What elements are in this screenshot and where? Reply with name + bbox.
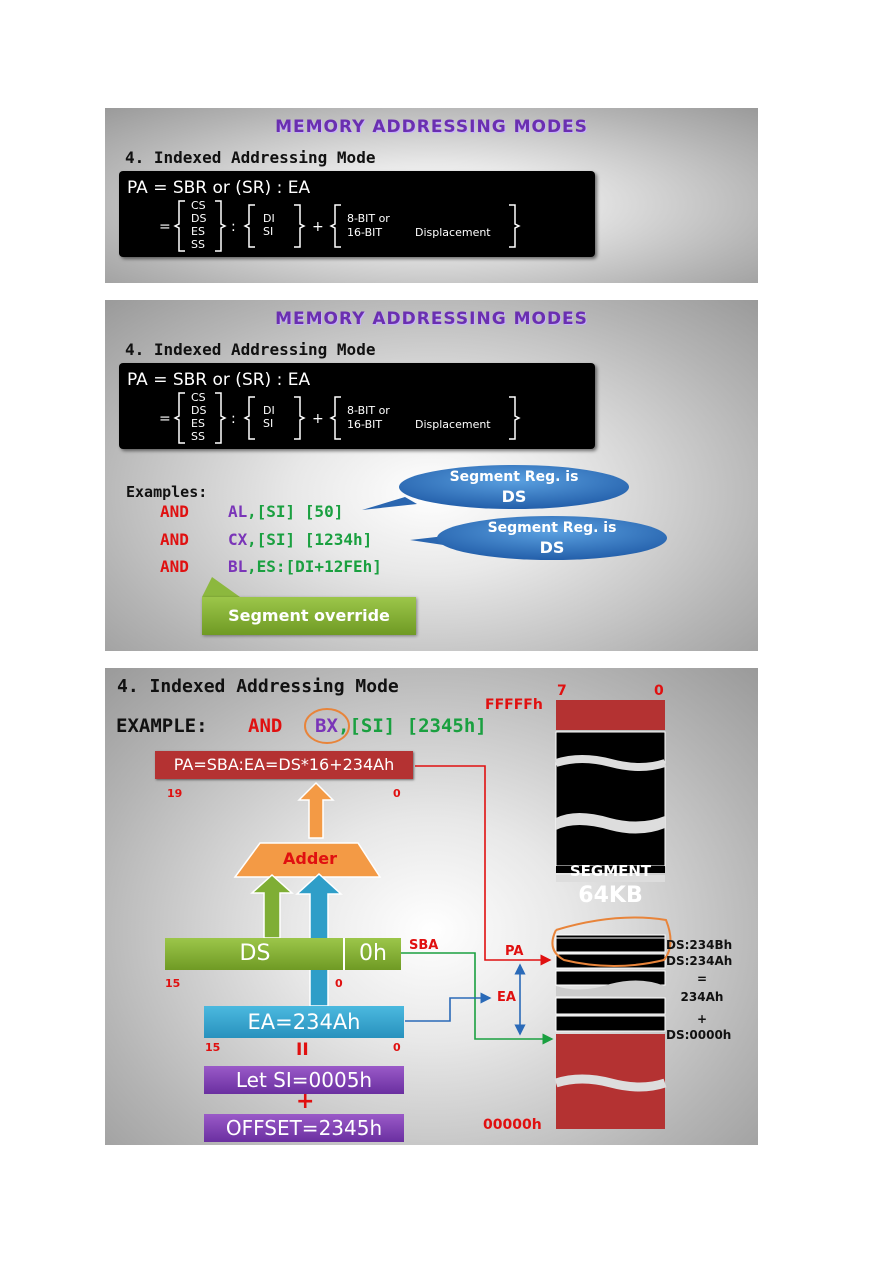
segment-reg-ss: SS bbox=[191, 430, 205, 443]
index-reg-di: DI bbox=[263, 212, 275, 225]
segment-reg-es: ES bbox=[191, 417, 205, 430]
example-1-reg: AL bbox=[228, 502, 248, 521]
formula-box: PA = SBR or (SR) : EA = CS DS ES SS : DI… bbox=[119, 363, 595, 449]
slide-formula: MEMORY ADDRESSING MODES 4. Indexed Addre… bbox=[105, 108, 758, 283]
ea-arrow bbox=[405, 992, 492, 1022]
ds-to-adder-arrow bbox=[250, 873, 294, 939]
mem-label-0000h: DS:0000h bbox=[666, 1028, 732, 1042]
sba-arrow bbox=[400, 952, 554, 1045]
mem-top-block bbox=[556, 700, 665, 730]
disp-line1: 8-BIT or bbox=[347, 212, 390, 225]
mem-label-equals: = bbox=[696, 972, 708, 986]
ea-bit-0: 0 bbox=[393, 1041, 401, 1054]
formula-colon: : bbox=[231, 411, 236, 427]
segment-reg-ds: DS bbox=[191, 212, 207, 225]
ea-box: EA=234Ah bbox=[204, 1006, 404, 1038]
equals-sign: II bbox=[296, 1040, 309, 1060]
slide-title: MEMORY ADDRESSING MODES bbox=[275, 117, 588, 137]
pa-formula-box: PA=SBA:EA=DS*16+234Ah bbox=[155, 751, 413, 779]
example-2-reg: CX bbox=[228, 530, 248, 549]
slide-title: MEMORY ADDRESSING MODES bbox=[275, 309, 588, 329]
mem-segment-block bbox=[555, 731, 666, 867]
si-box: Let SI=0005h bbox=[204, 1066, 404, 1094]
adder-output-arrow bbox=[297, 781, 335, 839]
pa-arrow bbox=[415, 765, 552, 966]
adder-shape bbox=[233, 842, 382, 878]
segment-reg-cs: CS bbox=[191, 391, 206, 404]
segment-reg-cs: CS bbox=[191, 199, 206, 212]
slide-subtitle: 4. Indexed Addressing Mode bbox=[125, 340, 376, 359]
highlight-bx-circle bbox=[304, 708, 350, 744]
segment-label: SEGMENT bbox=[569, 862, 652, 880]
example-1-op: AND bbox=[160, 502, 189, 521]
pa-bit-0: 0 bbox=[393, 787, 401, 800]
mem-label-234bh: DS:234Bh bbox=[666, 938, 733, 952]
formula-brackets bbox=[173, 392, 521, 444]
sba-label: SBA bbox=[409, 938, 439, 953]
zero-nibble-box: 0h bbox=[343, 938, 401, 970]
disp-line1: 8-BIT or bbox=[347, 404, 390, 417]
example-1-operand: ,[SI] [50] bbox=[247, 502, 344, 521]
mem-label-234ah: DS:234Ah bbox=[666, 954, 733, 968]
ea-label: EA bbox=[497, 990, 516, 1005]
segment-reg-ds: DS bbox=[191, 404, 207, 417]
formula-colon: : bbox=[231, 219, 236, 235]
index-reg-si: SI bbox=[263, 417, 274, 430]
formula-equals: = bbox=[159, 219, 171, 235]
example-2-operand: ,[SI] [1234h] bbox=[247, 530, 373, 549]
formula-line: PA = SBR or (SR) : EA bbox=[127, 178, 311, 198]
index-reg-si: SI bbox=[263, 225, 274, 238]
example-3-operand: ,ES:[DI+12FEh] bbox=[247, 557, 382, 576]
adder-label: Adder bbox=[282, 849, 338, 868]
formula-line: PA = SBR or (SR) : EA bbox=[127, 370, 311, 390]
ds-bit-15: 15 bbox=[165, 977, 181, 990]
slide-subtitle: 4. Indexed Addressing Mode bbox=[117, 676, 399, 697]
ds-register-box: DS bbox=[165, 938, 345, 970]
disp-word: Displacement bbox=[415, 418, 491, 431]
slide-subtitle: 4. Indexed Addressing Mode bbox=[125, 148, 376, 167]
formula-plus: + bbox=[312, 219, 324, 235]
index-reg-di: DI bbox=[263, 404, 275, 417]
example-operand: ,[SI] [2345h] bbox=[338, 715, 487, 737]
disp-word: Displacement bbox=[415, 226, 491, 239]
mem-bit-0: 0 bbox=[654, 683, 664, 699]
diagram-graphics bbox=[233, 700, 672, 1129]
example-3-op: AND bbox=[160, 557, 189, 576]
pa-bit-19: 19 bbox=[167, 787, 183, 800]
mem-label-plus: + bbox=[696, 1012, 708, 1026]
segment-reg-ss: SS bbox=[191, 238, 205, 251]
disp-line2: 16-BIT bbox=[347, 226, 383, 239]
mem-label-offset: 234Ah bbox=[680, 990, 724, 1004]
segment-reg-es: ES bbox=[191, 225, 205, 238]
slide-worked-example: 4. Indexed Addressing Mode EXAMPLE: AND … bbox=[105, 668, 758, 1145]
example-op: AND bbox=[248, 715, 283, 737]
example-label: EXAMPLE: bbox=[116, 715, 208, 737]
ds-bit-0: 0 bbox=[335, 977, 343, 990]
slide-examples: MEMORY ADDRESSING MODES 4. Indexed Addre… bbox=[105, 300, 758, 651]
example-3-reg: BL bbox=[228, 557, 248, 576]
offset-box: OFFSET=2345h bbox=[204, 1114, 404, 1142]
segment-override-label: Segment override bbox=[202, 597, 416, 635]
example-reg: BX bbox=[315, 715, 338, 737]
formula-box: PA = SBR or (SR) : EA = CS DS ES SS : DI… bbox=[119, 171, 595, 257]
plus-sign: + bbox=[296, 1089, 315, 1114]
segment-size: 64KB bbox=[578, 883, 643, 908]
mem-top-address: FFFFFh bbox=[485, 697, 543, 713]
mem-bit-7: 7 bbox=[557, 683, 567, 699]
callout-shapes bbox=[202, 465, 667, 597]
formula-plus: + bbox=[312, 411, 324, 427]
example-2-op: AND bbox=[160, 530, 189, 549]
formula-brackets bbox=[173, 200, 521, 252]
examples-label: Examples: bbox=[126, 483, 208, 501]
mem-bottom-address: 00000h bbox=[483, 1117, 542, 1133]
ea-bit-15: 15 bbox=[205, 1041, 221, 1054]
formula-equals: = bbox=[159, 411, 171, 427]
disp-line2: 16-BIT bbox=[347, 418, 383, 431]
pa-label: PA bbox=[505, 944, 524, 959]
